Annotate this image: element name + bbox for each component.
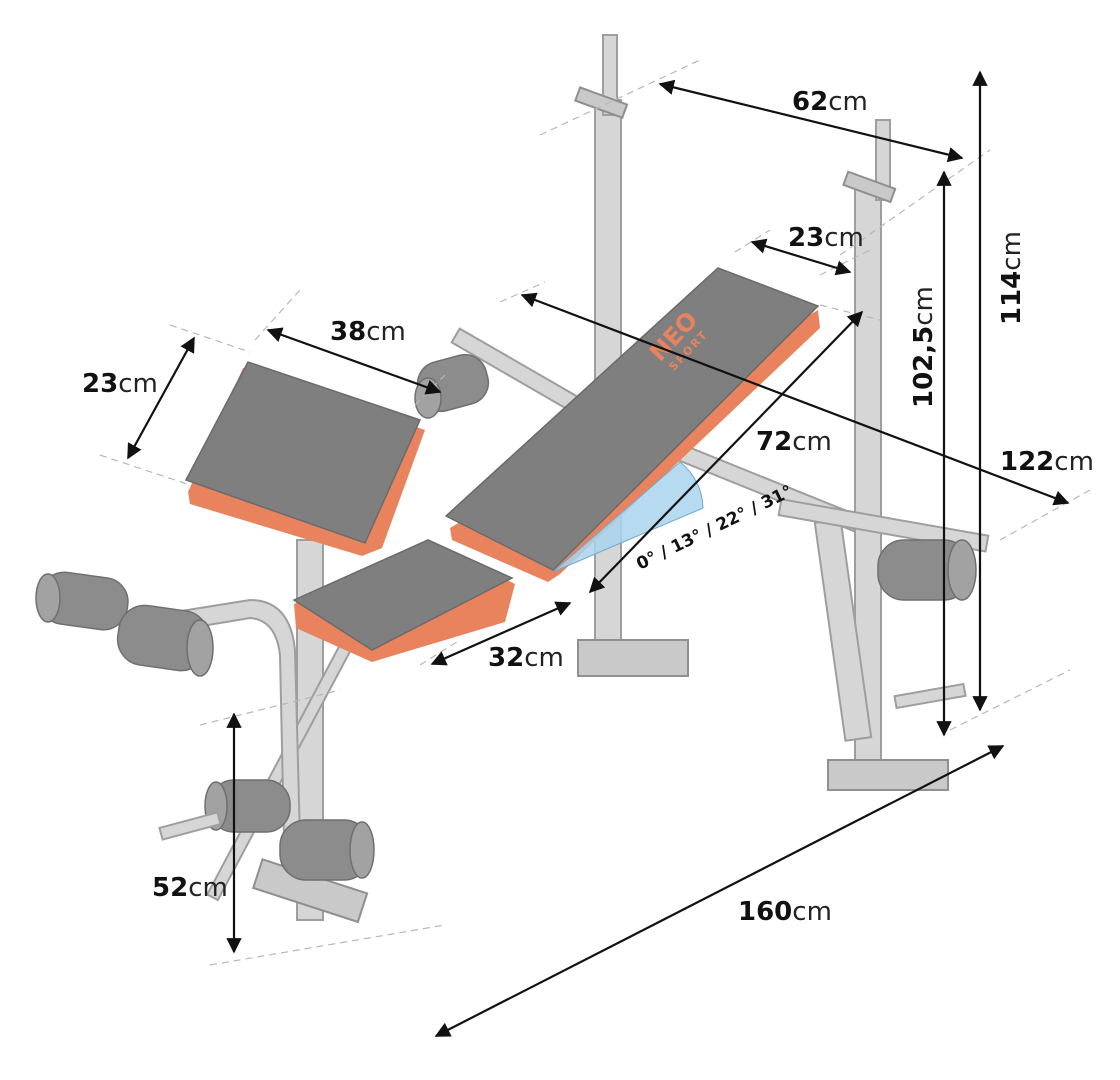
weight-sleeve-left — [158, 811, 222, 841]
value-102-5: 102,5 — [909, 326, 939, 408]
dim-line-32 — [430, 601, 572, 666]
value-72: 72 — [756, 427, 792, 457]
label-62: 62cm — [792, 87, 868, 117]
unit-62: cm — [828, 87, 868, 117]
dim-line-62 — [658, 79, 964, 163]
dim-line-23-preacher — [127, 336, 195, 460]
value-160: 160 — [738, 897, 792, 927]
rear-roller-right — [877, 539, 977, 601]
label-52: 52cm — [152, 873, 228, 903]
label-114: 114cm — [997, 231, 1027, 325]
value-23-preacher: 23 — [82, 369, 118, 399]
unit-23-backrest: cm — [824, 223, 864, 253]
dim-line-23-backrest — [750, 238, 852, 276]
weight-sleeve-right — [893, 682, 967, 710]
unit-160: cm — [792, 897, 832, 927]
unit-72: cm — [792, 427, 832, 457]
unit-23-preacher: cm — [118, 369, 158, 399]
weight-bench-illustration — [35, 34, 990, 924]
unit-52: cm — [188, 873, 228, 903]
value-122: 122 — [1000, 447, 1054, 477]
unit-102-5: cm — [909, 286, 939, 326]
unit-114: cm — [997, 231, 1027, 271]
label-102-5: 102,5cm — [909, 286, 939, 408]
dim-line-72 — [588, 310, 864, 594]
dim-line-160 — [434, 745, 1005, 1037]
value-32: 32 — [488, 643, 524, 673]
value-62: 62 — [792, 87, 828, 117]
seat-pad — [292, 539, 515, 662]
unit-32: cm — [524, 643, 564, 673]
preacher-curl-pad — [184, 361, 425, 556]
label-160: 160cm — [738, 897, 832, 927]
label-38: 38cm — [330, 317, 406, 347]
unit-38: cm — [366, 317, 406, 347]
lower-leg-roller-right — [279, 819, 375, 881]
value-38: 38 — [330, 317, 366, 347]
value-114: 114 — [997, 271, 1027, 325]
value-52: 52 — [152, 873, 188, 903]
dimension-arrows — [127, 70, 1070, 1037]
upper-leg-roller-left — [35, 571, 129, 631]
label-32: 32cm — [488, 643, 564, 673]
upper-leg-roller-right — [116, 604, 214, 677]
label-72: 72cm — [756, 427, 832, 457]
value-23-backrest: 23 — [788, 223, 824, 253]
label-122: 122cm — [1000, 447, 1094, 477]
label-23-backrest: 23cm — [788, 223, 864, 253]
dim-line-38 — [266, 327, 442, 395]
label-23-preacher: 23cm — [82, 369, 158, 399]
unit-122: cm — [1054, 447, 1094, 477]
